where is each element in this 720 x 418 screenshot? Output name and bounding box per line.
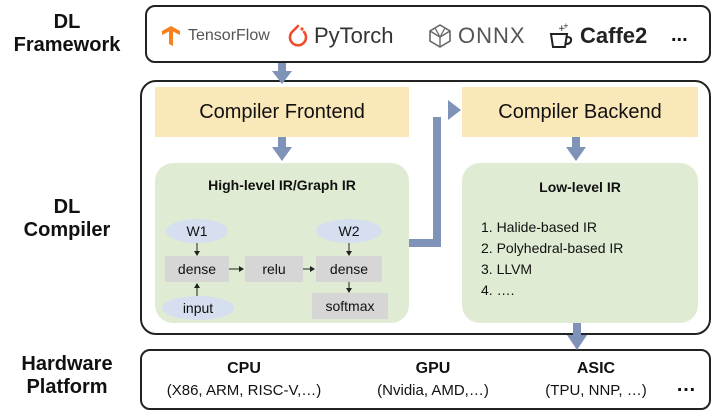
hardware-more: … [676, 374, 696, 396]
low-ir-item: 2. Polyhedral-based IR [481, 240, 624, 256]
coffee-cup-icon: + + [549, 22, 573, 48]
w1-node: W1 [166, 219, 228, 243]
svg-text:+: + [558, 24, 566, 34]
softmax-node: softmax [312, 293, 388, 319]
asic-detail: (TPU, NNP, …) [545, 382, 647, 399]
compiler-backend-label: Compiler Backend [498, 100, 662, 123]
low-level-ir-panel: Low-level IR [462, 163, 698, 323]
pytorch-icon [288, 24, 308, 47]
high-level-ir-title: High-level IR/Graph IR [208, 177, 356, 193]
framework-box [145, 5, 711, 63]
gpu-item: GPU (Nvidia, AMD,…) [350, 360, 516, 399]
caffe2-text: Caffe2 [580, 23, 648, 48]
onnx-icon [429, 24, 451, 48]
arrow-frontend-to-high-ir [272, 137, 292, 161]
low-level-ir-title: Low-level IR [539, 179, 621, 195]
low-ir-item: 3. LLVM [481, 261, 533, 277]
tensorflow-icon [162, 26, 180, 46]
framework-more: ... [671, 24, 688, 46]
arrow-high-ir-to-backend [409, 100, 461, 247]
arrow-backend-to-low-ir [566, 137, 586, 161]
relu-node: relu [245, 256, 303, 282]
input-node: input [162, 296, 234, 320]
arrow-framework-to-frontend [272, 63, 292, 84]
hardware-box [140, 349, 711, 410]
dl-framework-label: DL Framework [13, 11, 121, 56]
dense-node-2: dense [316, 256, 382, 282]
onnx-logo: ONNX [428, 14, 526, 58]
asic-name: ASIC [576, 360, 616, 377]
cpu-detail: (X86, ARM, RISC-V,…) [166, 382, 322, 399]
tensorflow-logo: TensorFlow [160, 14, 270, 58]
graph-edges [194, 243, 352, 296]
arrow-low-ir-to-hardware [567, 323, 587, 350]
tensorflow-text: TensorFlow [188, 27, 270, 44]
pytorch-text: PyTorch [314, 23, 394, 48]
low-ir-item: 1. Halide-based IR [481, 219, 597, 235]
low-ir-item: 4. …. [481, 282, 515, 298]
low-level-ir-list: 1. Halide-based IR 2. Polyhedral-based I… [481, 217, 623, 301]
onnx-text: ONNX [458, 23, 526, 48]
compiler-backend-box: Compiler Backend [462, 87, 698, 137]
svg-text:+: + [563, 22, 569, 30]
dense-node-1: dense [165, 256, 229, 282]
gpu-detail: (Nvidia, AMD,…) [377, 382, 489, 399]
gpu-name: GPU [415, 360, 451, 377]
compiler-frontend-box: Compiler Frontend [155, 87, 409, 137]
cpu-name: CPU [227, 360, 261, 377]
caffe2-logo: + + Caffe2 [548, 14, 647, 58]
compiler-frontend-label: Compiler Frontend [199, 100, 365, 123]
asic-item: ASIC (TPU, NNP, …) [522, 360, 670, 399]
cpu-item: CPU (X86, ARM, RISC-V,…) [146, 360, 342, 399]
w2-node: W2 [316, 219, 382, 243]
hardware-platform-label: Hardware Platform [21, 353, 113, 398]
dl-compiler-label: DL Compiler [23, 196, 111, 241]
pytorch-logo: PyTorch [288, 14, 393, 58]
